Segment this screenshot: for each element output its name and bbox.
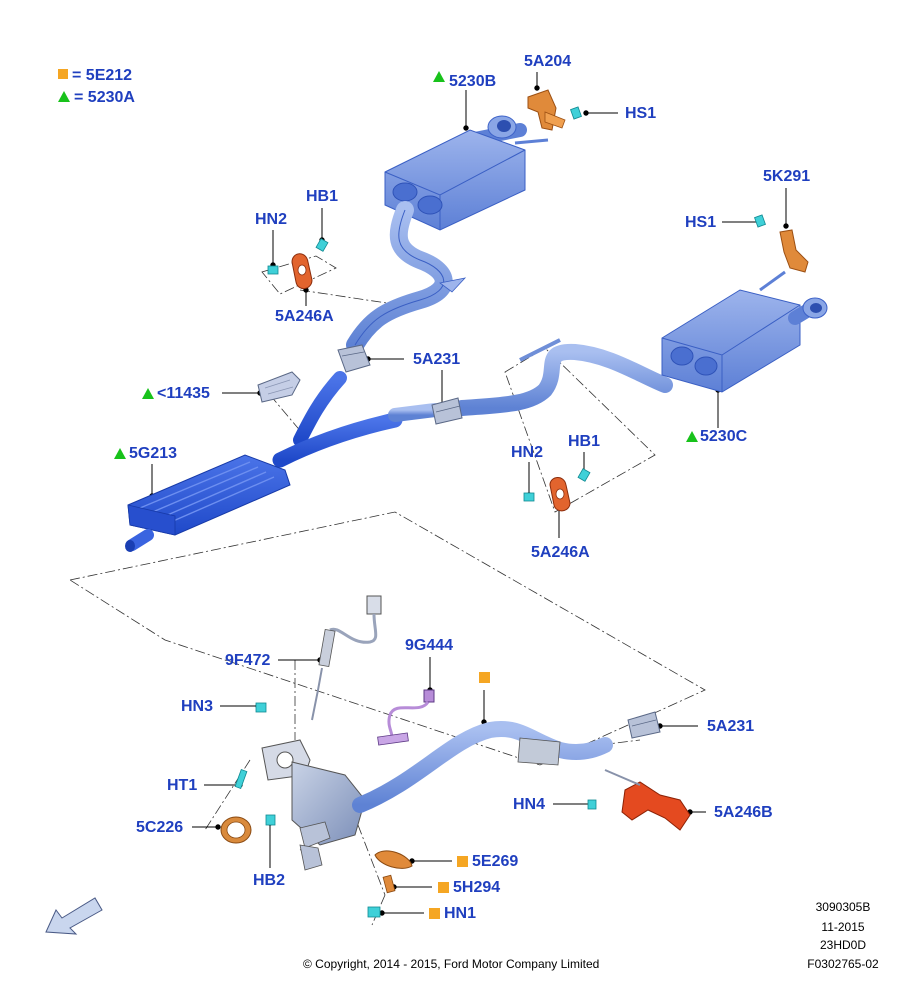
fasteners-5e269-5h294-hn1	[367, 850, 413, 918]
label-hn3: HN3	[181, 698, 214, 715]
rear-pipe-5230c	[388, 338, 673, 422]
front-muffler-5g213	[125, 371, 403, 552]
rear-muffler-5230b	[346, 115, 549, 354]
square-marker-icon	[58, 69, 68, 79]
label-5a246b: 5A246B	[714, 804, 773, 821]
markers	[114, 71, 698, 919]
label-11435: <11435	[157, 385, 210, 402]
clamp-5a231-center	[431, 397, 463, 425]
direction-arrow-icon	[45, 897, 103, 935]
label-hn2-mid: HN2	[511, 444, 544, 461]
bracket-5k291	[754, 214, 809, 273]
meta-code-4: F0302765-02	[807, 957, 879, 971]
label-hs1-top: HS1	[625, 105, 657, 122]
catalytic-converter	[261, 721, 613, 871]
label-hn2-top: HN2	[255, 211, 288, 228]
clamp-5a231-low	[627, 711, 661, 739]
label-5h294: 5H294	[453, 879, 501, 896]
heat-shield-11435	[257, 371, 301, 403]
bracket-5a204	[527, 89, 582, 131]
legend-triangle-row: = 5230A	[58, 89, 135, 107]
label-5230c: 5230C	[700, 428, 748, 445]
legend-square-row: = 5E212	[58, 67, 132, 85]
sensor-9g444	[377, 689, 435, 746]
label-5a231-mid: 5A231	[413, 351, 461, 368]
label-hb2: HB2	[253, 872, 286, 889]
label-5a246a-mid: 5A246A	[531, 544, 590, 561]
copyright-text: © Copyright, 2014 - 2015, Ford Motor Com…	[303, 957, 600, 971]
rear-muffler-5230c	[661, 270, 828, 393]
label-5a231-low: 5A231	[707, 718, 755, 735]
label-5g213: 5G213	[129, 445, 178, 462]
fasteners-lower	[234, 702, 276, 826]
label-5230b: 5230B	[449, 73, 497, 90]
label-hn4: HN4	[513, 796, 546, 813]
legend-triangle-text: = 5230A	[74, 89, 135, 106]
meta-code-3: 23HD0D	[819, 938, 867, 952]
label-5c226: 5C226	[136, 819, 184, 836]
sensor-9f472	[311, 595, 382, 721]
label-5a204: 5A204	[524, 53, 572, 70]
hanger-5a246a-mid	[523, 468, 591, 512]
gasket-5c226	[220, 816, 252, 844]
meta-code-2: 11-2015	[821, 920, 865, 934]
hanger-5a246b	[587, 769, 691, 831]
label-5a246a-top: 5A246A	[275, 308, 334, 325]
label-hs1-right: HS1	[685, 214, 717, 231]
label-hb1-mid: HB1	[568, 433, 601, 450]
meta-code-1: 3090305B	[815, 900, 871, 914]
label-ht1: HT1	[167, 777, 198, 794]
label-hn1: HN1	[444, 905, 477, 922]
legend-square-text: = 5E212	[72, 67, 133, 84]
triangle-marker-icon	[58, 91, 70, 102]
label-9g444: 9G444	[405, 637, 454, 654]
label-hb1-top: HB1	[306, 188, 339, 205]
label-9f472: 9F472	[225, 652, 271, 669]
label-5k291: 5K291	[763, 168, 811, 185]
label-5e269: 5E269	[472, 853, 519, 870]
hanger-5a246a-top	[267, 238, 329, 289]
clamp-5a231-mid	[337, 344, 371, 373]
